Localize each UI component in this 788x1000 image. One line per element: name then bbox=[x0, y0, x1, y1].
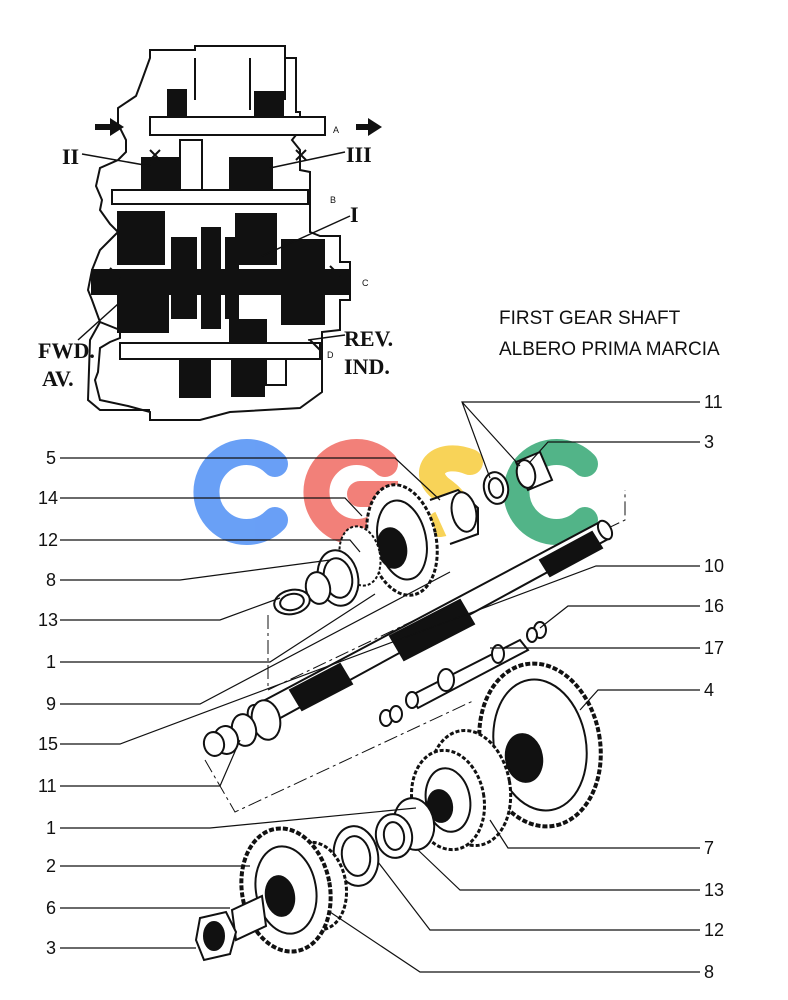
callout-right-11: 11 bbox=[704, 392, 723, 412]
callout-left-6: 6 bbox=[46, 898, 56, 918]
shaft-label-c: C bbox=[362, 278, 369, 288]
callout-left-11: 11 bbox=[38, 776, 57, 796]
section-mark-i: I bbox=[350, 202, 359, 227]
section-mark-iii: III bbox=[346, 142, 372, 167]
callout-right-10: 10 bbox=[704, 556, 724, 576]
callout-right-7: 7 bbox=[704, 838, 714, 858]
gearbox-cross-section bbox=[77, 45, 382, 421]
callout-right-16: 16 bbox=[704, 596, 724, 616]
callout-left-1: 1 bbox=[46, 652, 56, 672]
callout-left-13: 13 bbox=[38, 610, 58, 630]
shaft-label-b: B bbox=[330, 195, 336, 205]
fwd-label: FWD. bbox=[38, 338, 95, 363]
callout-right-4: 4 bbox=[704, 680, 714, 700]
callout-left-9: 9 bbox=[46, 694, 56, 714]
callout-left-1b: 1 bbox=[46, 818, 56, 838]
shaft-label-d: D bbox=[327, 350, 334, 360]
callout-left-14: 14 bbox=[38, 488, 58, 508]
callout-left-2: 2 bbox=[46, 856, 56, 876]
fwd-label-it: AV. bbox=[42, 366, 74, 391]
callout-right-8: 8 bbox=[704, 962, 714, 982]
callout-left-12: 12 bbox=[38, 530, 58, 550]
callout-right-17: 17 bbox=[704, 638, 724, 658]
exploded-shaft-assembly bbox=[60, 401, 700, 973]
watermark-letter-c2 bbox=[503, 439, 598, 545]
callout-left-3: 3 bbox=[46, 938, 56, 958]
callout-right-3: 3 bbox=[704, 432, 714, 452]
diagram-title-en: FIRST GEAR SHAFT bbox=[499, 308, 681, 329]
callouts-left: 5 14 12 8 13 1 9 15 11 1 2 6 3 bbox=[38, 448, 58, 958]
shaft-label-a: A bbox=[333, 125, 339, 135]
callout-left-5: 5 bbox=[46, 448, 56, 468]
callout-right-13: 13 bbox=[704, 880, 724, 900]
rev-label: REV. bbox=[344, 326, 393, 351]
diagram-title-it: ALBERO PRIMA MARCIA bbox=[499, 339, 720, 360]
section-mark-ii: II bbox=[62, 144, 79, 169]
callout-right-12: 12 bbox=[704, 920, 724, 940]
watermark-letter-c1 bbox=[193, 439, 288, 545]
callout-left-8: 8 bbox=[46, 570, 56, 590]
callouts-right: 11 3 10 16 17 4 7 13 12 8 bbox=[704, 392, 724, 982]
callout-left-15: 15 bbox=[38, 734, 58, 754]
rev-label-it: IND. bbox=[344, 354, 390, 379]
